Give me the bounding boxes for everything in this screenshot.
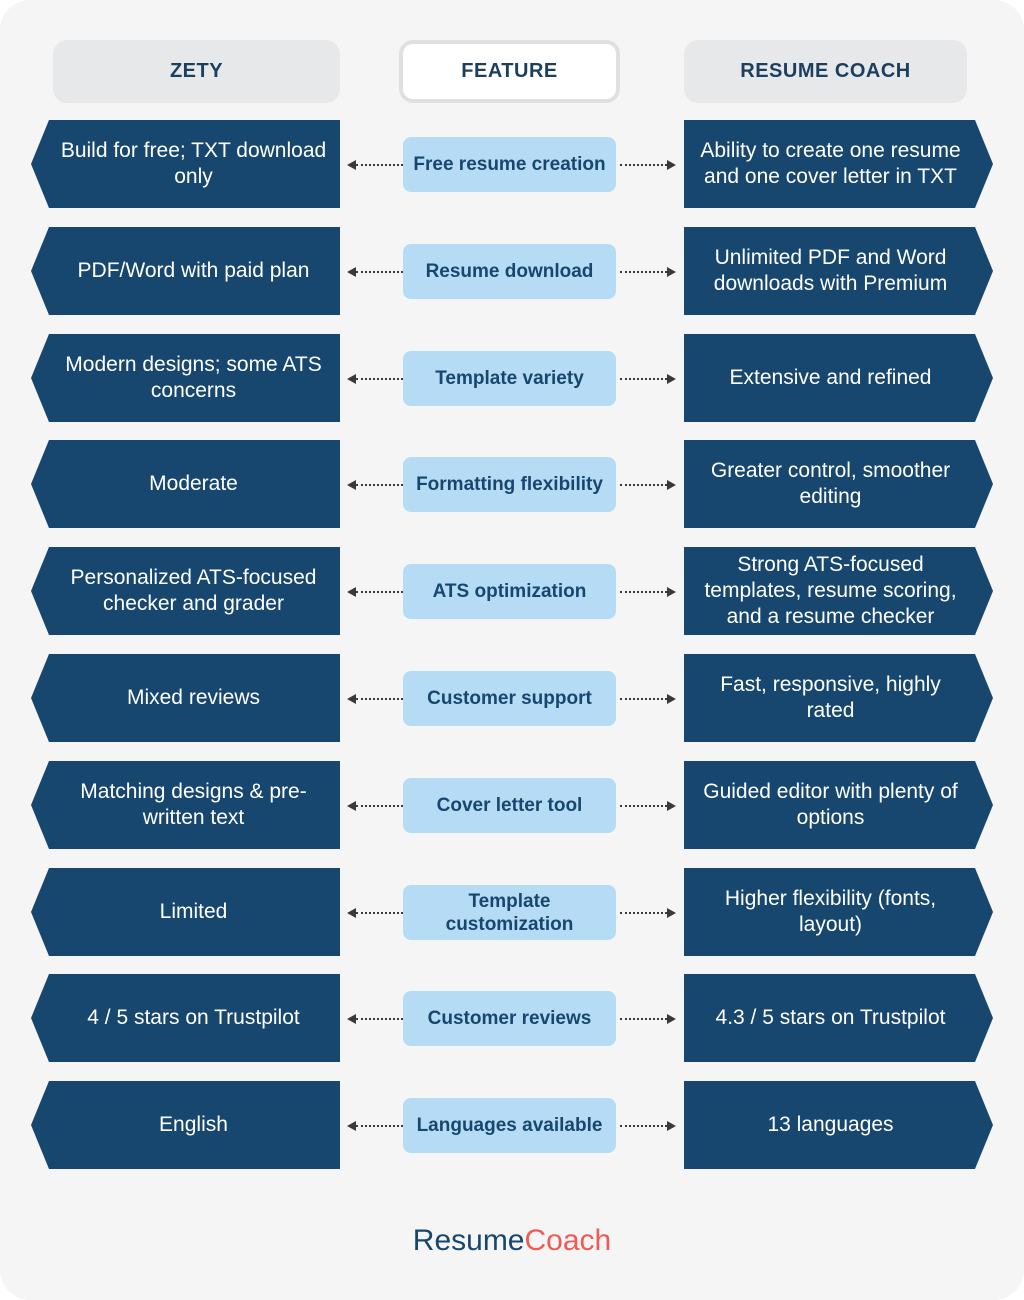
arrow-right-icon: [620, 478, 676, 492]
arrow-right-icon: [620, 1012, 676, 1026]
zety-value-text: Limited: [159, 900, 228, 923]
comparison-row: Mixed reviews Customer support Fast, respo…: [0, 654, 1024, 744]
comparison-row: Build for free; TXT download only Free re…: [0, 120, 1024, 210]
comparison-row: PDF/Word with paid plan Resume download Un…: [0, 227, 1024, 317]
feature-label-text: Free resume creation: [413, 154, 606, 175]
zety-value: Limited: [31, 868, 340, 956]
zety-value-text: Matching designs & pre-written text: [80, 780, 307, 829]
resume-coach-value: 4.3 / 5 stars on Trustpilot: [684, 974, 993, 1062]
header-zety: ZETY: [53, 40, 340, 103]
resume-coach-value-text: 4.3 / 5 stars on Trustpilot: [715, 1006, 946, 1029]
arrow-right-icon: [620, 265, 676, 279]
arrow-left-icon: [347, 906, 403, 920]
feature-label: Template variety: [403, 351, 616, 406]
feature-label: Cover letter tool: [403, 778, 616, 833]
feature-label-text: Cover letter tool: [436, 795, 583, 816]
comparison-row: Personalized ATS-focused checker and gra…: [0, 547, 1024, 637]
feature-label-text: Template customization: [445, 890, 574, 935]
zety-value: Moderate: [31, 440, 340, 528]
resume-coach-value: Higher flexibility (fonts, layout): [684, 868, 993, 956]
arrow-right-icon: [620, 1119, 676, 1133]
resume-coach-value: Unlimited PDF and Word downloads with Pr…: [684, 227, 993, 315]
feature-label: Formatting flexibility: [403, 457, 616, 512]
arrow-right-icon: [620, 585, 676, 599]
header-resume-coach: RESUME COACH: [684, 40, 967, 103]
feature-label: Resume download: [403, 244, 616, 299]
arrow-left-icon: [347, 1119, 403, 1133]
resume-coach-value: Guided editor with plenty of options: [684, 761, 993, 849]
zety-value-text: Personalized ATS-focused checker and gra…: [70, 566, 317, 615]
brand-logo-part1: Resume: [412, 1224, 525, 1257]
brand-logo-part2: Coach: [524, 1224, 612, 1257]
arrow-left-icon: [347, 265, 403, 279]
arrow-right-icon: [620, 158, 676, 172]
comparison-row: 4 / 5 stars on Trustpilot Customer review…: [0, 974, 1024, 1064]
feature-label-text: ATS optimization: [432, 581, 587, 602]
comparison-row: Moderate Formatting flexibility Greater co…: [0, 440, 1024, 530]
resume-coach-value-text: Ability to create one resume and one cov…: [700, 139, 961, 188]
arrow-left-icon: [347, 478, 403, 492]
arrow-left-icon: [347, 692, 403, 706]
zety-value: Matching designs & pre-written text: [31, 761, 340, 849]
resume-coach-value-text: Extensive and refined: [729, 366, 932, 389]
arrow-right-icon: [620, 906, 676, 920]
zety-value: English: [31, 1081, 340, 1169]
zety-value: Modern designs; some ATS concerns: [31, 334, 340, 422]
feature-label-text: Formatting flexibility: [416, 474, 603, 495]
arrow-right-icon: [620, 799, 676, 813]
arrow-left-icon: [347, 372, 403, 386]
feature-label: Free resume creation: [403, 137, 616, 192]
zety-value-text: English: [159, 1113, 228, 1136]
comparison-row: Limited Template customization Higher flex…: [0, 868, 1024, 958]
arrow-right-icon: [620, 692, 676, 706]
feature-label-text: Languages available: [416, 1115, 603, 1136]
resume-coach-value: Fast, responsive, highly rated: [684, 654, 993, 742]
zety-value-text: Build for free; TXT download only: [60, 139, 327, 188]
zety-value-text: PDF/Word with paid plan: [77, 259, 310, 282]
resume-coach-value: Greater control, smoother editing: [684, 440, 993, 528]
zety-value: 4 / 5 stars on Trustpilot: [31, 974, 340, 1062]
brand-logo: ResumeCoach: [0, 1224, 1024, 1258]
feature-label-text: Customer reviews: [427, 1008, 592, 1029]
resume-coach-value-text: Unlimited PDF and Word downloads with Pr…: [713, 246, 948, 295]
arrow-left-icon: [347, 158, 403, 172]
resume-coach-value-text: Strong ATS-focused templates, resume sco…: [704, 553, 957, 628]
resume-coach-value-text: 13 languages: [767, 1113, 894, 1136]
zety-value-text: Moderate: [149, 472, 238, 495]
comparison-row: Matching designs & pre-written text Cover…: [0, 761, 1024, 851]
resume-coach-value-text: Greater control, smoother editing: [710, 459, 951, 508]
resume-coach-value: Ability to create one resume and one cov…: [684, 120, 993, 208]
feature-label-text: Customer support: [427, 688, 592, 709]
comparison-row: English Languages available 13 languages: [0, 1081, 1024, 1171]
feature-label: Customer support: [403, 671, 616, 726]
zety-value-text: Mixed reviews: [126, 686, 261, 709]
feature-label: Template customization: [403, 885, 616, 940]
resume-coach-value: Extensive and refined: [684, 334, 993, 422]
feature-label-text: Resume download: [425, 261, 594, 282]
resume-coach-value-text: Fast, responsive, highly rated: [720, 673, 941, 722]
arrow-left-icon: [347, 799, 403, 813]
header-feature: FEATURE: [399, 40, 620, 103]
resume-coach-value-text: Higher flexibility (fonts, layout): [724, 887, 937, 936]
feature-label: Languages available: [403, 1098, 616, 1153]
feature-label: ATS optimization: [403, 564, 616, 619]
zety-value: Build for free; TXT download only: [31, 120, 340, 208]
comparison-row: Modern designs; some ATS concerns Templat…: [0, 334, 1024, 424]
feature-label: Customer reviews: [403, 991, 616, 1046]
resume-coach-value: 13 languages: [684, 1081, 993, 1169]
arrow-right-icon: [620, 372, 676, 386]
resume-coach-value: Strong ATS-focused templates, resume sco…: [684, 547, 993, 635]
arrow-left-icon: [347, 1012, 403, 1026]
zety-value-text: 4 / 5 stars on Trustpilot: [87, 1006, 300, 1029]
resume-coach-value-text: Guided editor with plenty of options: [703, 780, 958, 829]
feature-label-text: Template variety: [435, 368, 584, 389]
zety-value: Mixed reviews: [31, 654, 340, 742]
zety-value-text: Modern designs; some ATS concerns: [65, 353, 322, 402]
zety-value: Personalized ATS-focused checker and gra…: [31, 547, 340, 635]
zety-value: PDF/Word with paid plan: [31, 227, 340, 315]
arrow-left-icon: [347, 585, 403, 599]
